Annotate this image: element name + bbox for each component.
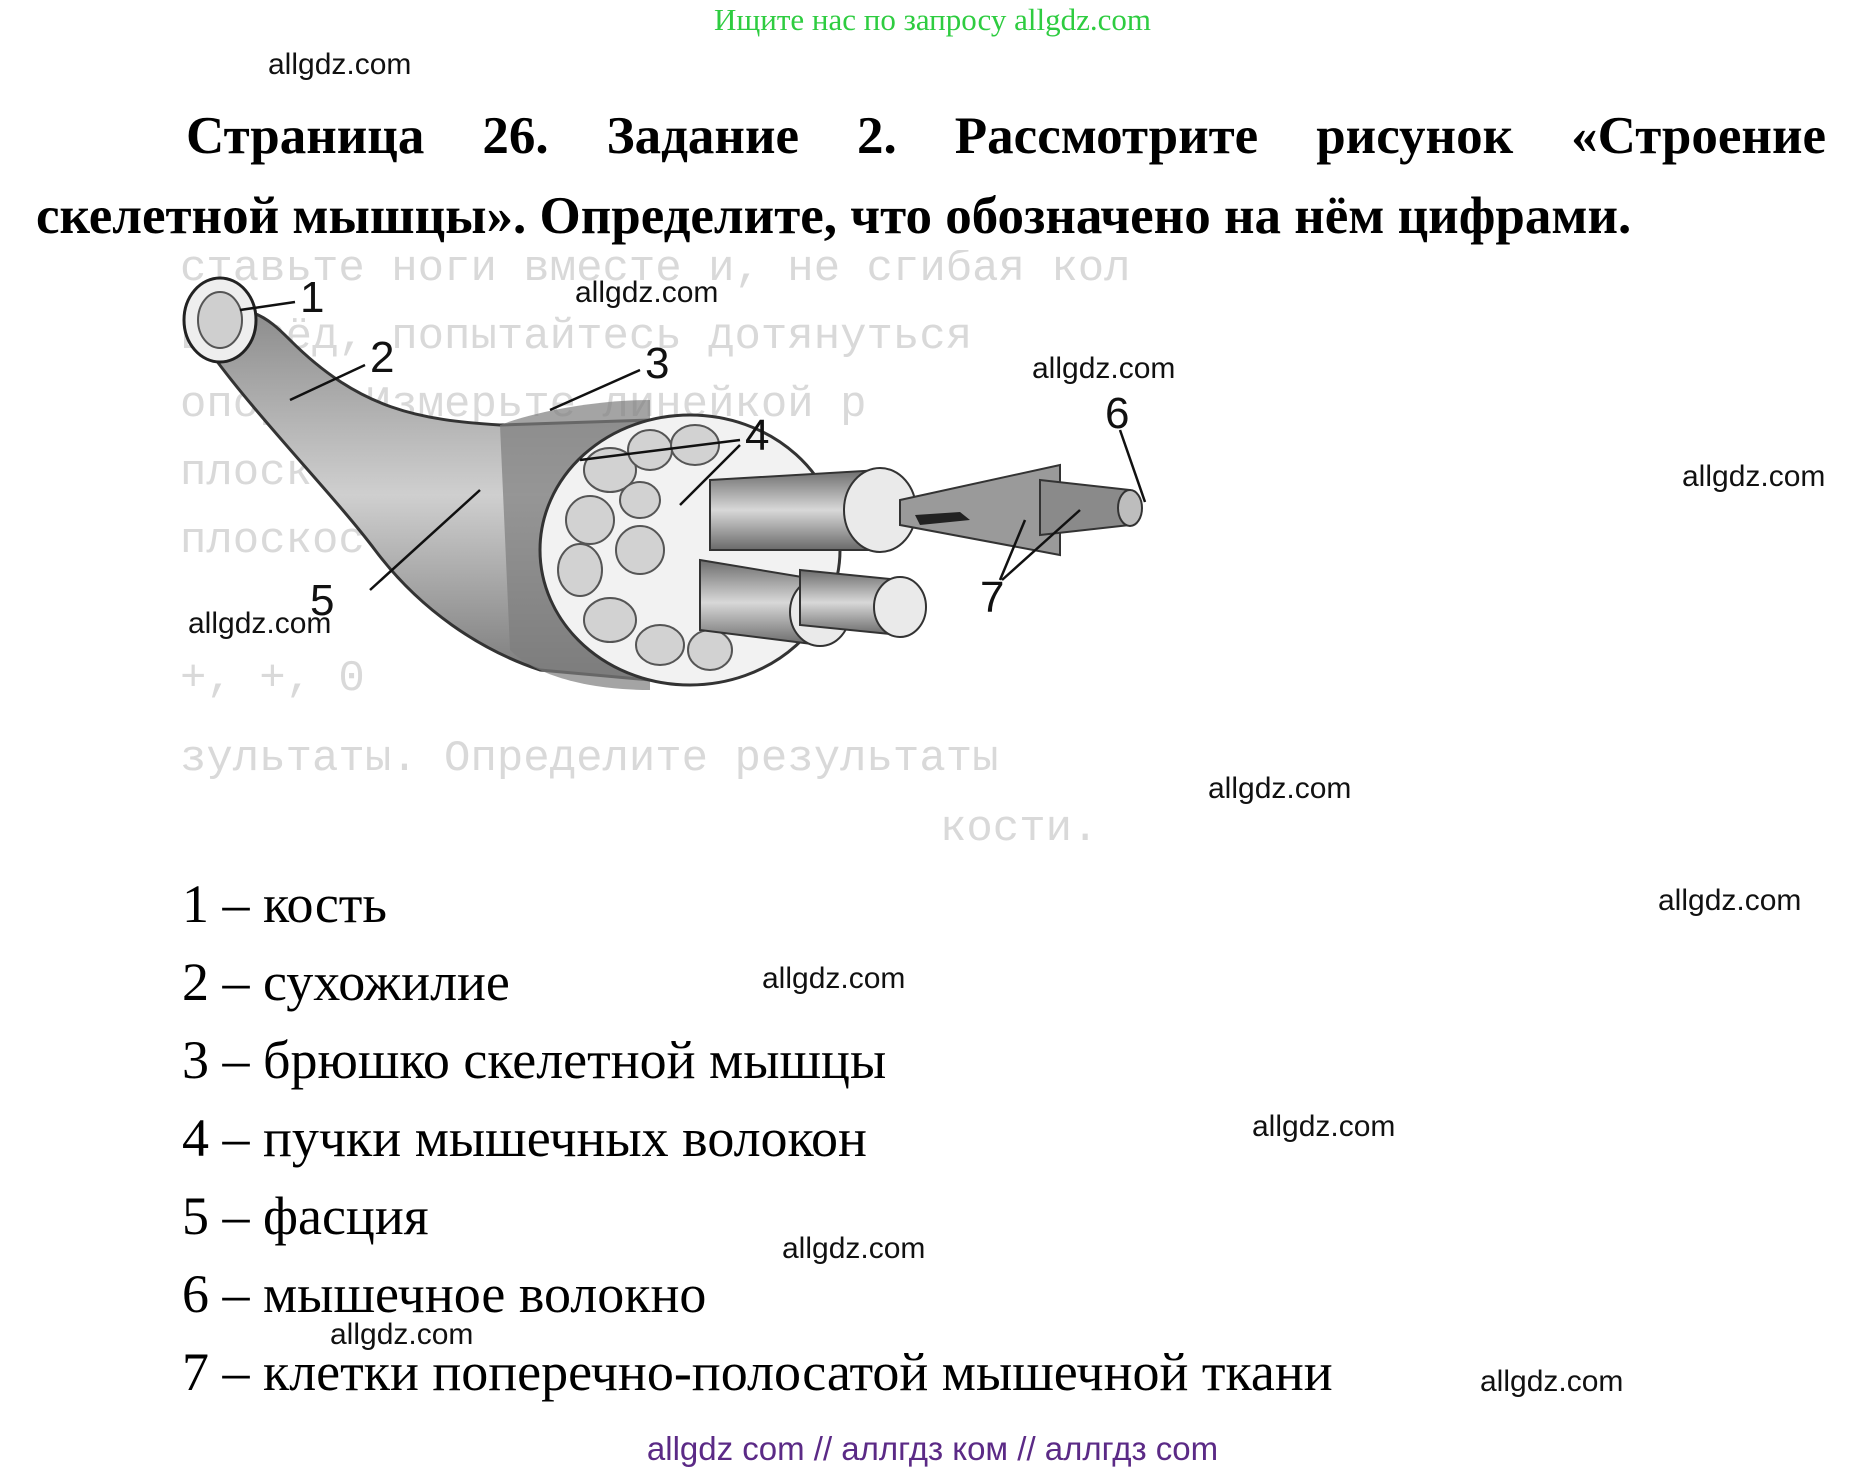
answer-item: 3 – брюшко скелетной мышцы <box>182 1030 887 1090</box>
muscle-fiber <box>1039 478 1131 537</box>
bg-text-line: зультаты. Определите результаты <box>180 734 999 784</box>
nucleus-mark <box>915 512 970 525</box>
watermark: allgdz.com <box>1658 884 1802 917</box>
answer-item: 2 – сухожилие <box>182 952 510 1012</box>
answer-item: 6 – мышечное волокно <box>182 1264 707 1324</box>
bg-text-line: +, +, 0 <box>180 654 365 704</box>
watermark: allgdz.com <box>1252 1110 1396 1143</box>
watermark: allgdz.com <box>1480 1365 1624 1398</box>
figure-label-5: 5 <box>310 576 334 625</box>
task-heading-line2: скелетной мышцы». Определите, что обозна… <box>36 187 1632 245</box>
answers-list: 1 – кость 2 – сухожилие 3 – брюшко скеле… <box>182 865 1333 1411</box>
figure-label-3: 3 <box>645 339 669 388</box>
task-heading-line1: Страница 26. Задание 2. Рассмотрите рису… <box>186 107 1826 165</box>
task-heading: Страница 26. Задание 2. Рассмотрите рису… <box>36 96 1826 256</box>
figure-label-7: 7 <box>980 573 1004 622</box>
fiber-end <box>1117 489 1143 527</box>
answer-item: 5 – фасция <box>182 1186 429 1246</box>
bg-text-line: ставьте ноги вместе и, не сгибая кол <box>180 250 1131 294</box>
figure-label-6: 6 <box>1105 389 1129 438</box>
bg-text-line: кости. <box>940 804 1098 854</box>
footer-links[interactable]: allgdz com // аллгдз ком // аллгдз com <box>646 1430 1219 1467</box>
figure-label-4: 4 <box>745 411 769 460</box>
muscle-fiber-group <box>899 463 1061 557</box>
watermark: allgdz.com <box>268 48 412 81</box>
watermark: allgdz.com <box>762 962 906 995</box>
bundle-cross-sections <box>557 424 733 671</box>
answer-item: 1 – кость <box>182 874 388 934</box>
watermark: allgdz.com <box>782 1232 926 1265</box>
watermark: allgdz.com <box>1032 352 1176 385</box>
watermark: allgdz.com <box>1682 460 1826 493</box>
leader-lines <box>239 300 1147 591</box>
watermark: allgdz.com <box>188 607 332 640</box>
figure-label-2: 2 <box>370 333 394 382</box>
bundle-end <box>873 576 927 638</box>
bg-text-line: вперёд, попытайтесь дотянуться <box>180 312 972 362</box>
watermark: allgdz.com <box>1208 772 1352 805</box>
top-banner[interactable]: Ищите нас по запросу allgdz.com <box>713 2 1152 37</box>
watermark: allgdz.com <box>575 276 719 309</box>
muscle-structure-figure: ставьте ноги вместе и, не сгибая кол впе… <box>180 250 1147 854</box>
bone-marrow <box>197 291 243 349</box>
answer-item: 4 – пучки мышечных волокон <box>182 1108 867 1168</box>
answer-item: 7 – клетки поперечно-полосатой мышечной … <box>182 1342 1333 1402</box>
figure-label-1: 1 <box>300 273 324 322</box>
watermark: allgdz.com <box>330 1318 474 1351</box>
